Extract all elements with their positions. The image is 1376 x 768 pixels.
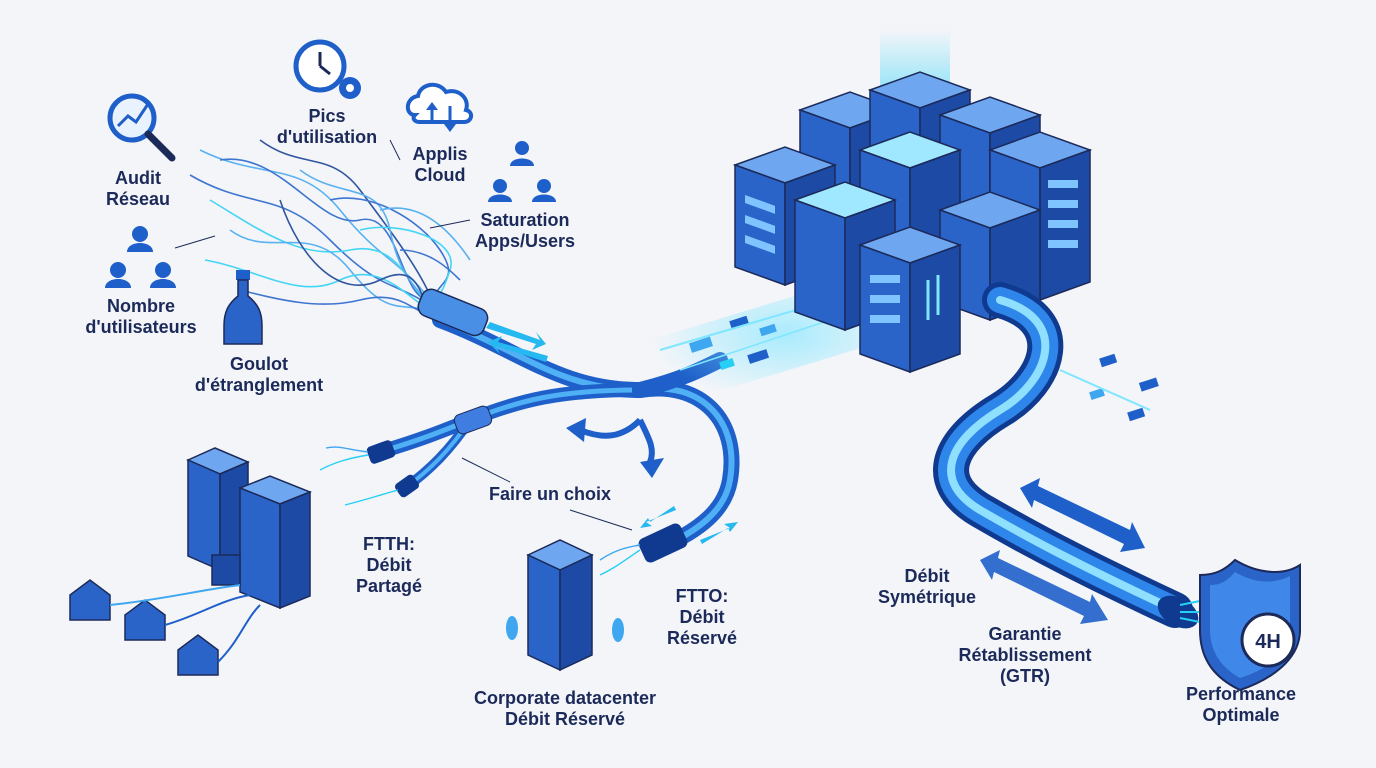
cloud-sync-icon [405, 82, 473, 132]
shield-icon: 4H [1199, 558, 1301, 692]
house-cables [109, 584, 261, 663]
users-icon [488, 141, 556, 202]
ftto-arrows [640, 506, 738, 544]
badge-4h: 4H [1255, 631, 1281, 653]
bottle-icon [223, 270, 263, 345]
dedicated-cable [933, 282, 1193, 628]
leader-lines [461, 457, 633, 531]
building-icon [186, 447, 313, 610]
data-chips [1059, 353, 1159, 422]
choice-arrows [566, 417, 664, 478]
fiber-strands [319, 446, 641, 576]
magnifier-chart-icon [107, 93, 176, 162]
users-icon-2 [105, 226, 176, 288]
house-icon [69, 579, 219, 676]
icon-leader-lines [174, 139, 471, 249]
symmetric-arrows [980, 478, 1145, 624]
fork-cables [373, 352, 740, 556]
bundle-arrows [486, 322, 548, 362]
server-cluster-icon [732, 30, 1093, 374]
clock-gear-icon [293, 39, 361, 99]
building-icon-corporate [506, 539, 624, 672]
label-faire-choix: Faire un choix [488, 484, 612, 504]
connectors [366, 405, 688, 563]
